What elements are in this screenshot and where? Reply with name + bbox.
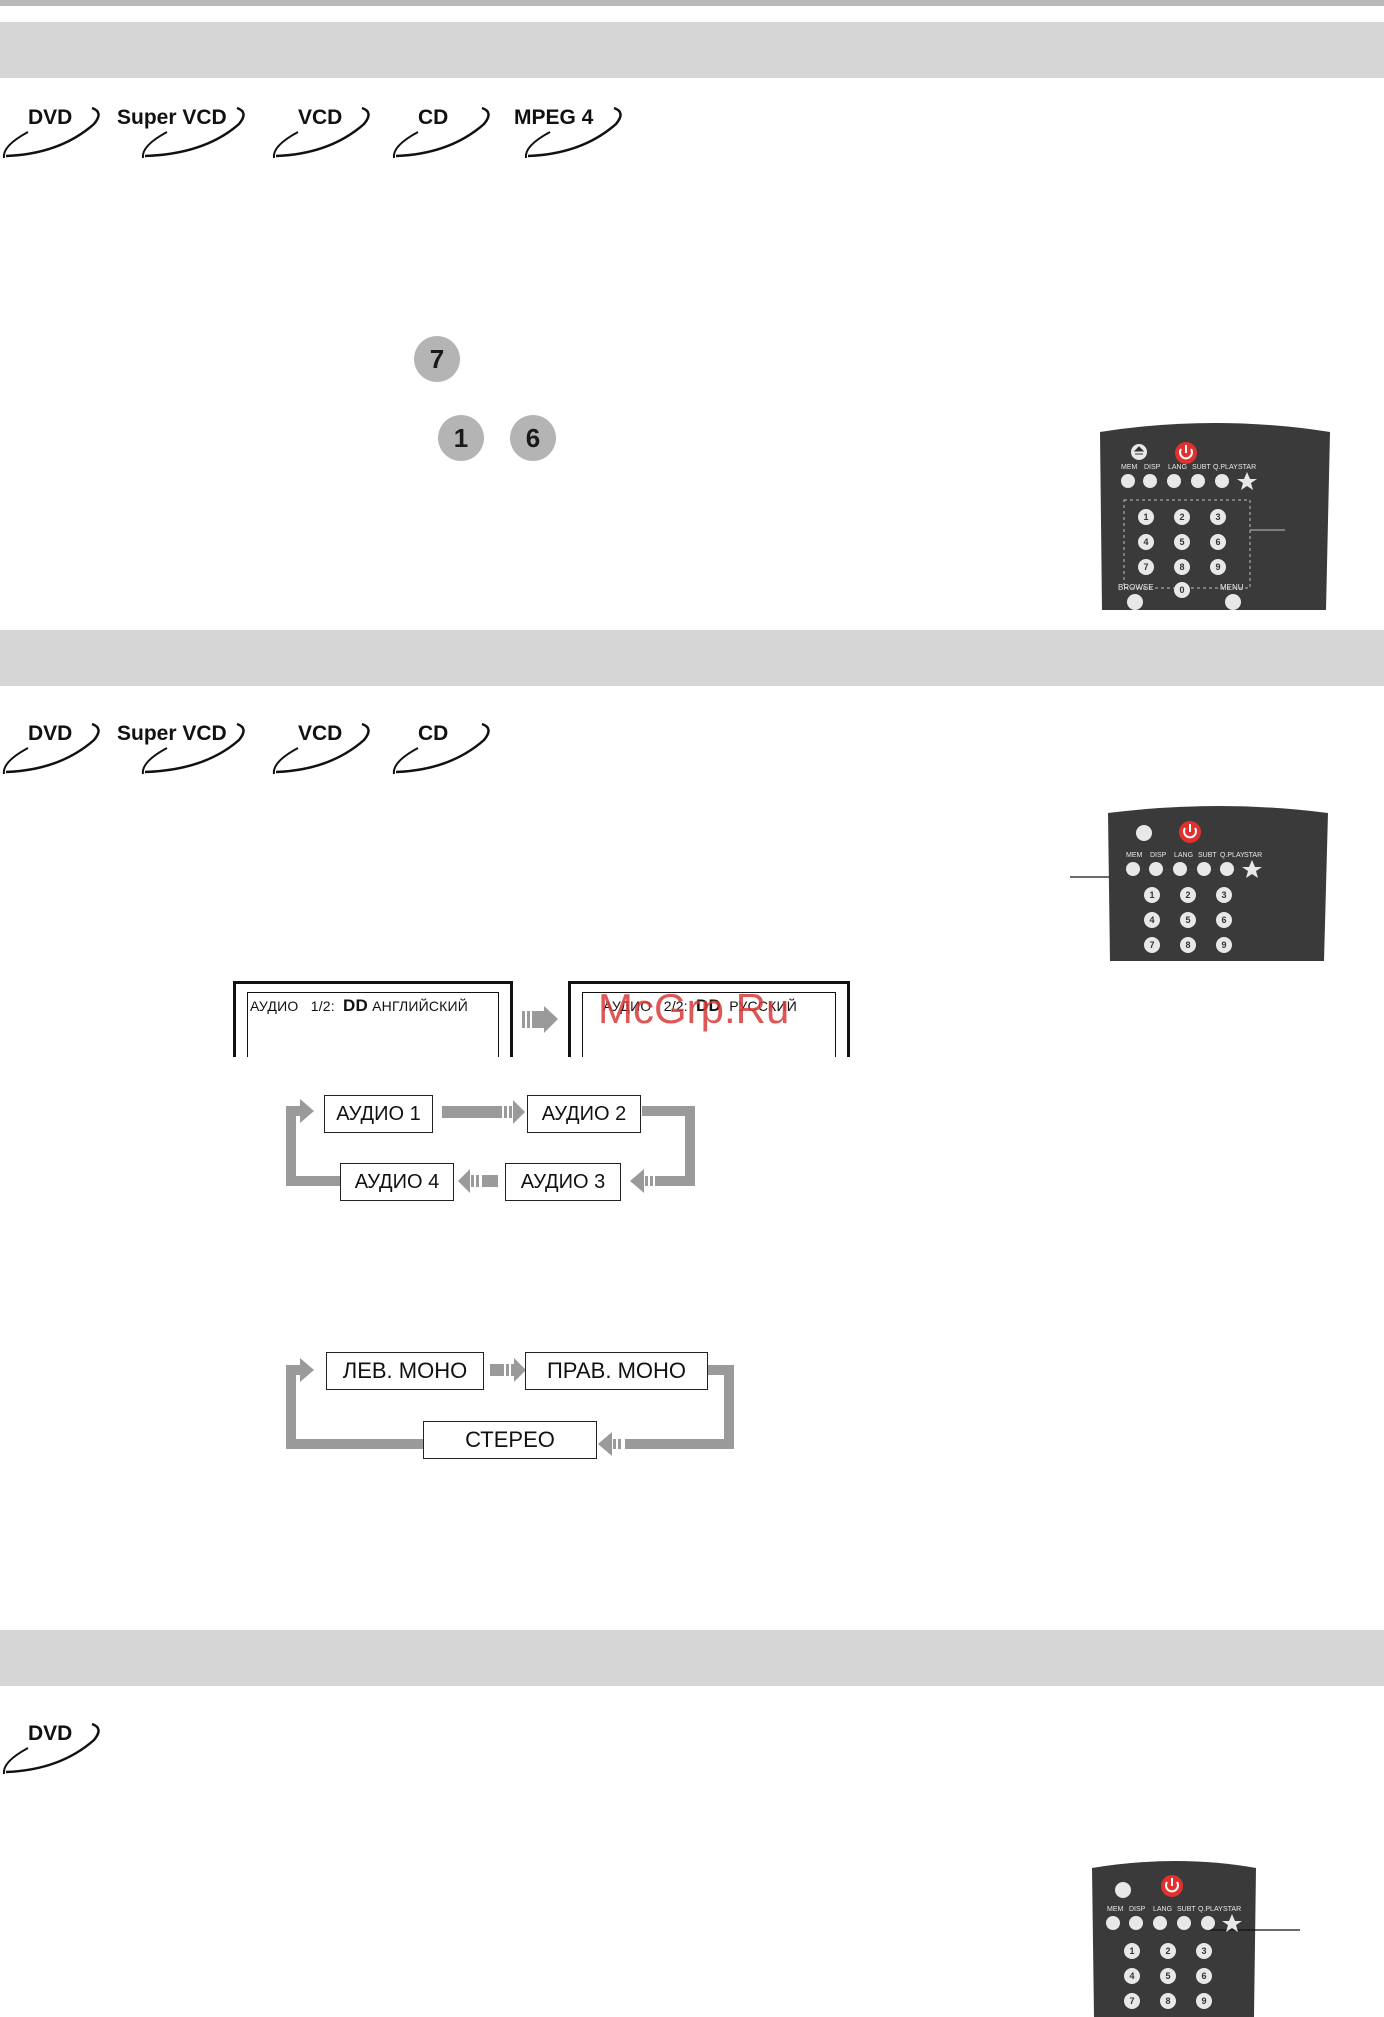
remote-digit: 2 — [1165, 1946, 1170, 1956]
remote-illustration-2: MEM DISP LANG SUBT Q.PLAY STAR 1 2 3 4 5… — [1070, 806, 1328, 961]
remote-label: STAR — [1244, 852, 1262, 859]
disc-badge-label: DVD — [28, 722, 73, 745]
remote-digit: 2 — [1179, 512, 1184, 522]
disc-badge: DVD — [0, 714, 110, 778]
remote-label: SUBT — [1177, 1906, 1196, 1913]
section-band-3 — [0, 1630, 1384, 1686]
remote-label: LANG — [1174, 852, 1193, 859]
remote-digit: 6 — [1215, 537, 1220, 547]
remote-label: Q.PLAY — [1220, 852, 1245, 859]
remote-digit: 9 — [1201, 1996, 1206, 2006]
disc-badge: Super VCD — [115, 714, 250, 778]
disc-badge: CD — [390, 98, 500, 162]
remote-label: STAR — [1238, 464, 1256, 471]
audio-track-2: АУДИО 2 — [527, 1095, 641, 1133]
remote-digit: 7 — [1129, 1996, 1134, 2006]
remote-digit: 1 — [1149, 890, 1154, 900]
remote-label: MEM — [1121, 464, 1138, 471]
number-button-6: 6 — [510, 415, 556, 461]
osd-screen-1: АУДИО 1/2: DD АНГЛИЙСКИЙ — [233, 981, 513, 1057]
remote-digit: 9 — [1221, 940, 1226, 950]
osd-label: АУДИО — [250, 998, 299, 1014]
disc-badge: VCD — [270, 714, 380, 778]
disc-badge-label: VCD — [298, 106, 343, 129]
remote-label: Q.PLAY — [1213, 464, 1238, 471]
remote-label: MEM — [1107, 1906, 1124, 1913]
remote-digit: 4 — [1143, 537, 1148, 547]
osd-language: РУССКИЙ — [729, 998, 798, 1014]
remote-label: LANG — [1153, 1906, 1172, 1913]
disc-badge-label: CD — [418, 722, 449, 745]
disc-badge-label: Super VCD — [117, 106, 227, 129]
disc-badge-label: VCD — [298, 722, 343, 745]
disc-badge-label: DVD — [28, 106, 73, 129]
disc-badge: VCD — [270, 98, 380, 162]
osd-screen-2: АУДИО 2/2: DD РУССКИЙ — [568, 981, 850, 1057]
remote-digit: 3 — [1201, 1946, 1206, 1956]
channel-stereo: СТЕРЕО — [423, 1421, 597, 1459]
remote-digit: 7 — [1149, 940, 1154, 950]
section-band-1 — [0, 22, 1384, 78]
section-band-2 — [0, 630, 1384, 686]
remote-digit: 6 — [1201, 1971, 1206, 1981]
disc-badge: DVD — [0, 1714, 110, 1778]
remote-digit: 2 — [1185, 890, 1190, 900]
dolby-logo: DD — [696, 996, 722, 1015]
remote-digit: 7 — [1143, 562, 1148, 572]
browse-label: BROWSE — [1118, 583, 1154, 592]
remote-label: DISP — [1150, 852, 1167, 859]
remote-digit: 5 — [1165, 1971, 1170, 1981]
osd-label: АУДИО — [603, 998, 652, 1014]
remote-digit: 1 — [1143, 512, 1148, 522]
channel-left-mono: ЛЕВ. МОНО — [326, 1352, 484, 1390]
remote-digit: 8 — [1185, 940, 1190, 950]
audio-track-3: АУДИО 3 — [505, 1163, 621, 1201]
remote-digit: 3 — [1215, 512, 1220, 522]
remote-digit: 8 — [1179, 562, 1184, 572]
remote-digit: 3 — [1221, 890, 1226, 900]
top-rule — [0, 0, 1384, 6]
audio-track-1: АУДИО 1 — [324, 1095, 433, 1133]
remote-digit: 4 — [1129, 1971, 1134, 1981]
disc-badge-label: DVD — [28, 1722, 73, 1745]
remote-digit: 5 — [1185, 915, 1190, 925]
remote-label: LANG — [1168, 464, 1187, 471]
remote-digit: 8 — [1165, 1996, 1170, 2006]
disc-badge: MPEG 4 — [512, 98, 632, 162]
remote-digit: 1 — [1129, 1946, 1134, 1956]
osd-track: 2/2: — [663, 998, 688, 1014]
remote-illustration-1: MEM DISP LANG SUBT Q.PLAY STAR 1 2 3 4 5… — [1100, 423, 1330, 610]
disc-badge-label: Super VCD — [117, 722, 227, 745]
remote-label: SUBT — [1198, 852, 1217, 859]
remote-label: STAR — [1223, 1906, 1241, 1913]
audio-track-4: АУДИО 4 — [340, 1163, 454, 1201]
remote-digit: 9 — [1215, 562, 1220, 572]
menu-label: MENU — [1220, 583, 1244, 592]
remote-digit: 6 — [1221, 915, 1226, 925]
number-button-7: 7 — [414, 336, 460, 382]
remote-label: DISP — [1144, 464, 1161, 471]
remote-label: DISP — [1129, 1906, 1146, 1913]
dolby-logo: DD — [343, 996, 369, 1015]
remote-label: Q.PLAY — [1198, 1906, 1223, 1913]
channel-right-mono: ПРАВ. МОНО — [525, 1352, 708, 1390]
disc-badge-label: CD — [418, 106, 449, 129]
disc-badge: CD — [390, 714, 500, 778]
remote-digit: 5 — [1179, 537, 1184, 547]
disc-badge: DVD — [0, 98, 110, 162]
osd-language: АНГЛИЙСКИЙ — [372, 998, 469, 1014]
disc-badge: Super VCD — [115, 98, 250, 162]
remote-label: SUBT — [1192, 464, 1211, 471]
remote-digit: 4 — [1149, 915, 1154, 925]
disc-badge-label: MPEG 4 — [514, 106, 594, 129]
remote-digit: 0 — [1179, 585, 1184, 595]
remote-label: MEM — [1126, 852, 1143, 859]
number-button-1: 1 — [438, 415, 484, 461]
remote-illustration-3: MEM DISP LANG SUBT Q.PLAY STAR 1 2 3 4 5… — [1092, 1861, 1300, 2017]
watermark: McGrp.Ru — [598, 985, 790, 1032]
osd-track: 1/2: — [310, 998, 335, 1014]
